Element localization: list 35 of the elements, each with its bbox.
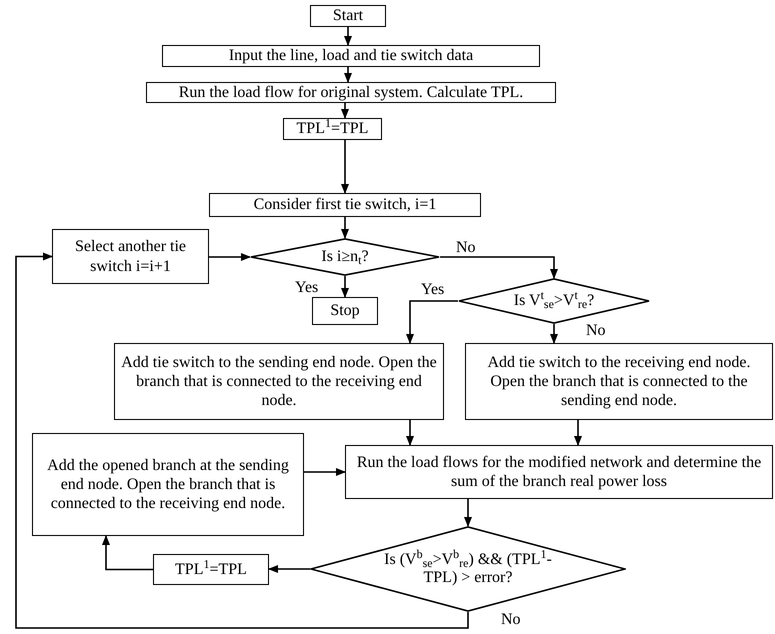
process-box: Consider first tie switch, i=1	[209, 193, 481, 217]
arrow	[102, 535, 153, 570]
process-box: Run the load flows for the modified network and determine the sum of the branch real power loss	[345, 445, 773, 499]
decision-diamond	[458, 278, 650, 324]
decision-diamond	[250, 238, 440, 276]
process-box: Start	[310, 5, 386, 27]
process-box: Add the opened branch at the sending end node. Open the branch that is connected to the receiving end node.	[32, 433, 304, 536]
process-box: TPL$^{1}$=TPL	[153, 554, 269, 585]
arrow	[344, 27, 352, 46]
process-box: Input the line, load and tie switch data	[162, 45, 540, 67]
arrow	[304, 468, 346, 476]
decision-text: Is V$^{t}$$_{se}$>V$^{t}$$_{re}$?	[514, 292, 594, 310]
arrow	[209, 253, 251, 261]
arrow	[341, 276, 349, 298]
arrow	[341, 140, 349, 194]
arrow	[341, 217, 349, 239]
process-box: TPL$^{1}$=TPL	[283, 118, 382, 140]
process-box: Select another tie switch i=i+1	[52, 229, 209, 284]
process-box: Add tie switch to the sending end node. Open the branch that is connected to the receiving end node.	[114, 343, 444, 420]
decision-diamond	[310, 526, 626, 612]
process-box: Run the load flow for original system. Calculate TPL.	[146, 82, 556, 103]
process-box: Stop	[312, 297, 378, 325]
arrow	[406, 300, 458, 344]
arrow	[464, 499, 472, 527]
arrow	[341, 103, 349, 119]
arrow	[406, 420, 414, 446]
arrow	[550, 324, 558, 344]
arrow	[268, 565, 310, 573]
decision-text: Is i≥n$_{t}$?	[321, 248, 369, 266]
process-box: Add tie switch to the receiving end node. Open the branch that is connected to the sending end node.	[465, 343, 773, 420]
arrow	[15, 252, 469, 629]
decision-text: Is (V$^{b}$$_{se}$>V$^{b}$$_{re}$) && (TPL$^{1}$-TPL) > error?	[383, 550, 553, 588]
arrow	[574, 420, 582, 446]
arrow	[440, 256, 558, 279]
arrow	[344, 67, 352, 83]
